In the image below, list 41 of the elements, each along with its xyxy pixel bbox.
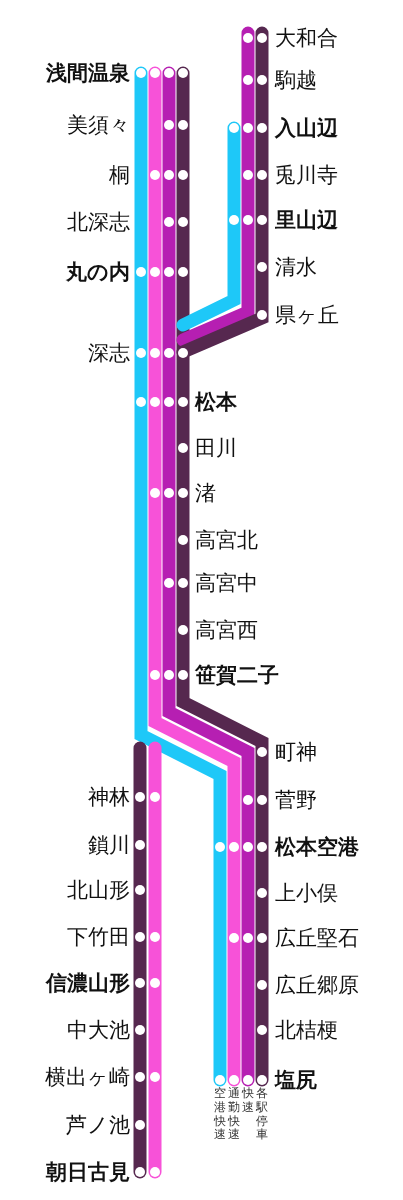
station-name: 美須々 — [67, 112, 130, 139]
station-name: 清水 — [275, 254, 317, 281]
station-name: 町神 — [275, 739, 317, 766]
station-name: 大和合 — [275, 25, 338, 52]
station-name: 入山辺 — [275, 115, 338, 142]
station-name: 丸の内 — [66, 259, 130, 286]
station-name: 北深志 — [67, 209, 130, 236]
station-name: 高宮中 — [195, 570, 258, 597]
station-name: 深志 — [88, 340, 130, 367]
station-name: 田川 — [195, 435, 237, 462]
service-label: 各駅停車 — [256, 1087, 268, 1143]
station-name: 広丘郷原 — [275, 972, 359, 999]
station-name: 広丘堅石 — [275, 925, 359, 952]
station-name: 上小俣 — [275, 880, 338, 907]
station-name: 菅野 — [275, 787, 317, 814]
station-name: 芦ノ池 — [66, 1112, 130, 1139]
station-name: 高宮北 — [195, 527, 258, 554]
station-name: 松本 — [195, 389, 237, 416]
station-name: 里山辺 — [275, 207, 338, 234]
station-name: 渚 — [195, 480, 216, 507]
station-name: 朝日古見 — [46, 1159, 130, 1186]
station-name: 駒越 — [275, 67, 317, 94]
station-name: 桐 — [109, 162, 130, 189]
station-name: 鎖川 — [88, 832, 130, 859]
station-name: 県ヶ丘 — [275, 302, 339, 329]
station-name: 下竹田 — [67, 924, 130, 951]
service-label: 快速 — [242, 1087, 254, 1115]
station-name: 浅間温泉 — [46, 60, 130, 87]
station-name: 北桔梗 — [275, 1017, 338, 1044]
station-name: 松本空港 — [275, 834, 359, 861]
service-label: 通勤快速 — [228, 1087, 240, 1143]
station-name: 笹賀二子 — [195, 662, 279, 689]
station-name: 兎川寺 — [275, 162, 338, 189]
station-name: 横出ヶ崎 — [45, 1064, 130, 1091]
station-name: 神林 — [88, 784, 130, 811]
station-name: 信濃山形 — [46, 970, 130, 997]
station-name: 塩尻 — [275, 1067, 317, 1094]
station-name: 北山形 — [67, 877, 130, 904]
station-name: 高宮西 — [195, 617, 258, 644]
station-name: 中大池 — [67, 1017, 130, 1044]
service-label: 空港快速 — [214, 1087, 226, 1143]
